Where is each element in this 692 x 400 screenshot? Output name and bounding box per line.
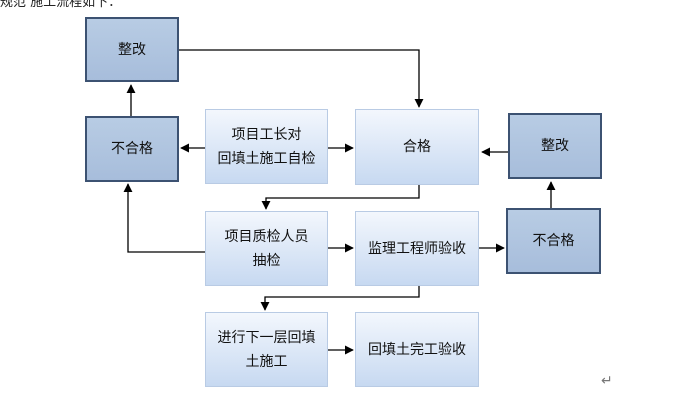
completion-acceptance-label: 回填土完工验收: [368, 341, 466, 358]
rectify-label-right: 整改: [541, 138, 569, 154]
arrow-inspector-to-unqualified: [123, 183, 205, 253]
qualified-label: 合格: [403, 139, 431, 155]
header-fragment: 规范 施工流程如下：: [0, 0, 122, 10]
qualified-box: 合格: [355, 109, 479, 185]
rectify-box-left: 整改: [85, 17, 179, 82]
supervisor-acceptance-box: 监理工程师验收: [355, 211, 479, 286]
completion-acceptance-box: 回填土完工验收: [355, 312, 479, 387]
foreman-selfcheck-label: 项目工长对 回填土施工自检: [217, 126, 316, 167]
unqualified-box-left: 不合格: [85, 116, 179, 182]
quality-inspector-label: 项目质检人员 抽检: [224, 228, 309, 269]
rectify-box-right: 整改: [508, 113, 602, 179]
arrow-qualified-to-inspector: [261, 185, 420, 210]
quality-inspector-box: 项目质检人员 抽检: [205, 211, 328, 286]
unqualified-label-right: 不合格: [532, 233, 575, 249]
rectify-label-left: 整改: [118, 41, 146, 58]
next-layer-box: 进行下一层回填 土施工: [205, 312, 328, 387]
arrow-rectify-to-qualified: [179, 49, 424, 108]
return-mark: ↵: [601, 373, 613, 389]
unqualified-box-right: 不合格: [506, 208, 601, 274]
unqualified-label-left: 不合格: [111, 141, 153, 157]
next-layer-label: 进行下一层回填 土施工: [217, 329, 316, 370]
arrow-supervisor-to-next-layer: [260, 286, 420, 311]
supervisor-acceptance-label: 监理工程师验收: [368, 240, 466, 257]
foreman-selfcheck-box: 项目工长对 回填土施工自检: [205, 109, 328, 184]
